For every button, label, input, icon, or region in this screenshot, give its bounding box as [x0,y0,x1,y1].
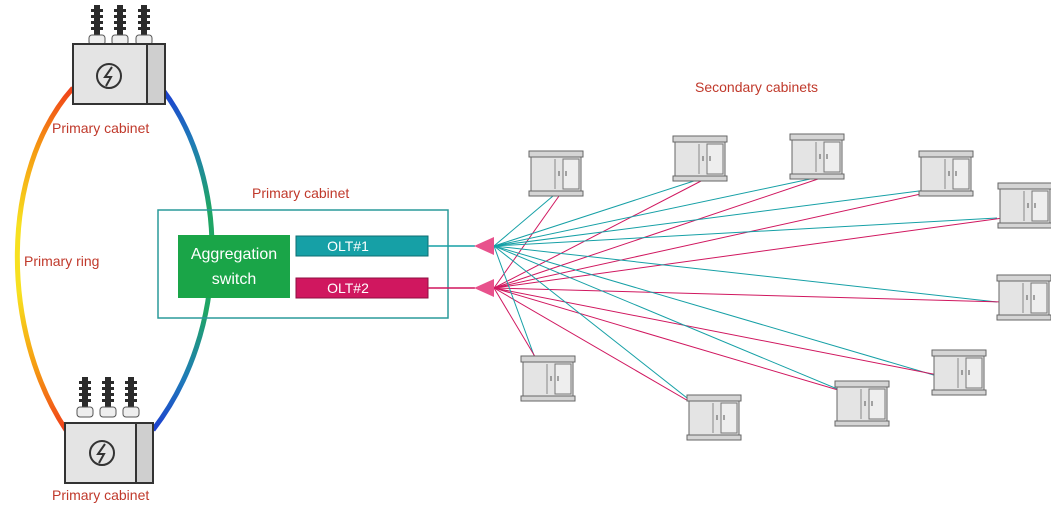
fiber-line-olt1-to-cabinet-7 [493,245,938,377]
secondary-cabinet-1-icon [528,150,584,197]
fiber-line-olt2-to-cabinet-8 [493,287,866,399]
fiber-line-olt2-to-cabinet-2 [493,179,704,289]
fiber-line-olt1-to-cabinet-3 [493,177,816,247]
fiber-line-olt1-to-cabinet-5 [493,217,998,247]
primary-cabinet-box [157,209,449,319]
primary-cabinet-top-transformer-icon [72,4,166,105]
secondary-cabinet-9-icon [686,394,742,441]
primary-cabinet-bottom-label: Primary cabinet [52,487,149,503]
fiber-line-olt2-to-cabinet-4 [493,187,949,289]
secondary-cabinet-2-icon [672,135,728,182]
fiber-line-olt1-to-cabinet-8 [493,245,860,399]
fiber-line-olt1-to-cabinet-9 [493,245,716,421]
secondary-cabinet-7-icon [931,349,987,396]
secondary-cabinets-label: Secondary cabinets [695,79,818,95]
fiber-line-olt1-to-cabinet-2 [493,179,698,247]
secondary-cabinet-6-icon [996,274,1051,321]
fiber-line-olt1-to-cabinet-4 [493,187,943,247]
fiber-line-olt2-to-cabinet-3 [493,177,822,289]
distribution-lines [493,177,1004,421]
fiber-line-olt2-to-cabinet-7 [493,287,944,377]
fiber-line-olt1-to-cabinet-1 [493,195,554,247]
aggregation-switch-label-line1: Aggregation [191,246,277,263]
fiber-line-olt1-to-cabinet-6 [493,245,998,303]
primary-cabinet-bottom-transformer-icon [64,376,154,484]
splitter-1-icon [474,237,494,255]
fiber-line-olt2-to-cabinet-6 [493,287,1004,303]
primary-ring-label: Primary ring [24,253,99,269]
aggregation-switch-label-line2: switch [212,271,256,288]
olt1-label: OLT#1 [327,238,369,254]
secondary-cabinet-3-icon [789,133,845,180]
primary-cabinet-top-label: Primary cabinet [52,120,149,136]
splitter-2-icon [474,279,494,297]
aggregation-switch [178,235,290,298]
secondary-cabinet-10-icon [520,355,576,402]
secondary-cabinet-4-icon [918,150,974,197]
primary-ring-left-arc [14,86,75,432]
secondary-cabinet-8-icon [834,380,890,427]
fiber-line-olt2-to-cabinet-9 [493,287,722,421]
primary-cabinet-mid-label: Primary cabinet [252,185,349,201]
fiber-line-olt2-to-cabinet-5 [493,217,1004,289]
secondary-cabinet-5-icon [997,182,1051,229]
olt2-label: OLT#2 [327,280,369,296]
